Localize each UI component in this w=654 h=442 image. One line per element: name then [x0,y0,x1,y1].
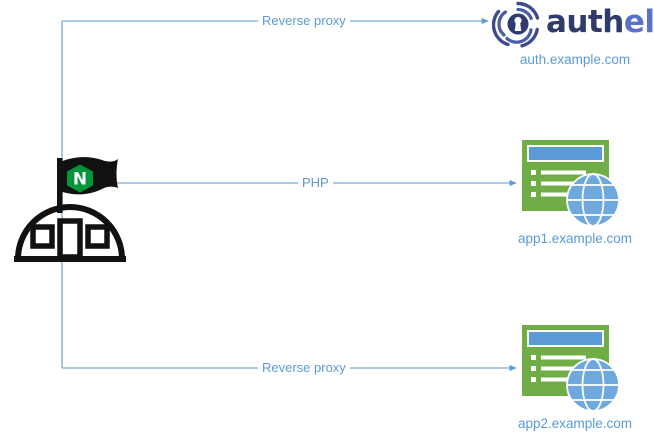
authelia-wordmark-auth: auth [546,4,624,40]
node-app2[interactable] [521,324,626,414]
web-application-globe-icon [522,325,620,412]
authelia-keyhole-icon [492,1,540,48]
edge-label-php: PHP [298,175,333,190]
node-authelia[interactable]: authelia [492,0,654,48]
caption-auth-example-com: auth.example.com [519,52,631,67]
node-app1[interactable] [521,139,626,229]
authelia-wordmark: authelia [546,5,654,39]
nginx-flag-letter: N [73,170,87,190]
node-nginx[interactable]: N [10,155,132,280]
edge-label-reverse-proxy-app2: Reverse proxy [258,360,350,375]
caption-app2-example-com: app2.example.com [517,416,633,431]
nginx-fortress-flag-icon: N [14,157,126,262]
authelia-wordmark-elia: elia [623,4,654,40]
web-application-globe-icon [522,140,620,227]
caption-app1-example-com: app1.example.com [517,231,633,246]
edge-label-reverse-proxy-authelia: Reverse proxy [258,13,350,28]
